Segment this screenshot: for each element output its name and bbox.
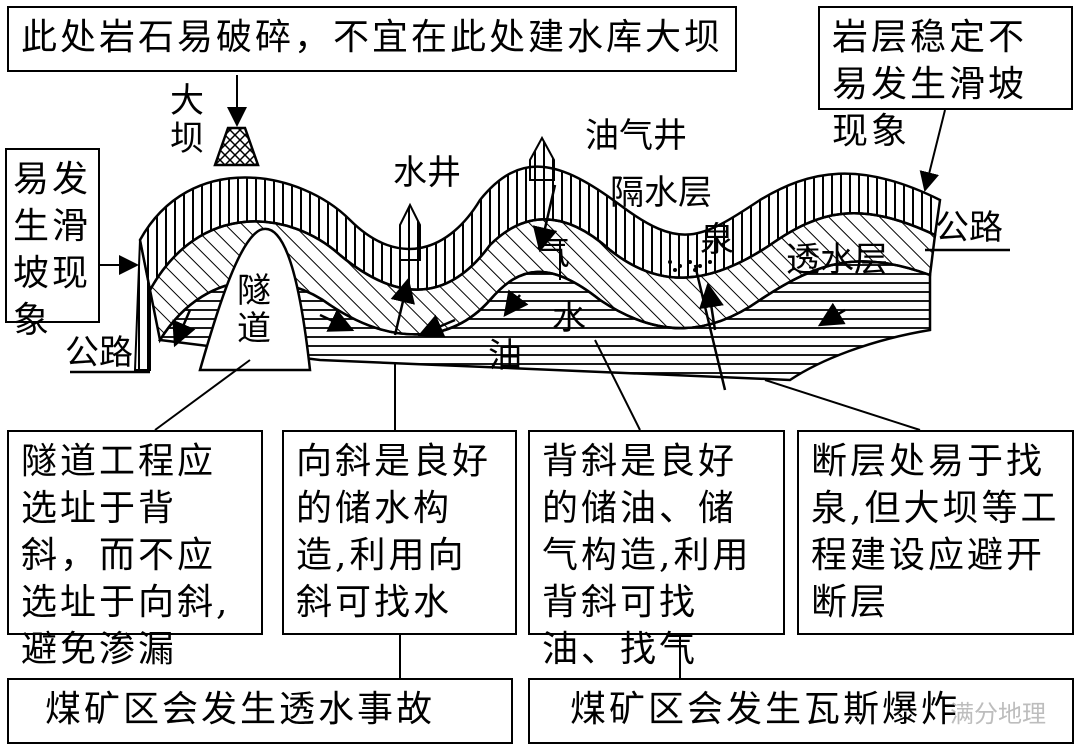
callout-bottom-right: 煤矿区会发生瓦斯爆炸 [528, 678, 1074, 744]
callout-top-right-text: 岩层稳定不易发生滑坡现象 [832, 17, 1028, 152]
label-gas: 气 [536, 233, 570, 273]
callout-fault-text: 断层处易于找泉,但大坝等工程建设应避开断层 [811, 441, 1060, 623]
label-aquiclude: 隔水层 [610, 173, 712, 213]
label-oil-gas-well: 油气井 [585, 116, 687, 156]
callout-top-right: 岩层稳定不易发生滑坡现象 [818, 6, 1073, 152]
callout-syncline: 向斜是良好的储水构造,利用向斜可找水 [282, 430, 517, 635]
watermark: 满分地理 [950, 700, 1046, 728]
callout-tunnel-text: 隧道工程应选址于背斜，而不应选址于向斜,避免渗漏 [21, 441, 231, 670]
callout-bottom-right-text: 煤矿区会发生瓦斯爆炸 [570, 689, 961, 730]
label-oil: 油 [488, 336, 522, 376]
label-tunnel: 隧道 [237, 271, 271, 349]
callout-top-left: 此处岩石易破碎，不宜在此处建水库大坝 [7, 6, 737, 72]
water-well [399, 202, 421, 261]
label-water-well: 水井 [393, 153, 461, 193]
callout-top-left-text: 此处岩石易破碎，不宜在此处建水库大坝 [21, 17, 724, 58]
rock-layer-bottom [157, 260, 932, 382]
dam [213, 126, 260, 167]
label-road-left: 公路 [65, 333, 133, 373]
callout-tunnel: 隧道工程应选址于背斜，而不应选址于向斜,避免渗漏 [7, 430, 263, 670]
label-road-right: 公路 [935, 208, 1003, 248]
oil-gas-well [529, 135, 555, 181]
label-spring: 泉 [700, 220, 734, 260]
label-dam: 大坝 [170, 81, 204, 159]
callout-fault: 断层处易于找泉,但大坝等工程建设应避开断层 [797, 430, 1074, 635]
callout-anticline: 背斜是良好的储油、储气构造,利用背斜可找油、找气 [528, 430, 785, 670]
leader-lines [100, 75, 946, 678]
callout-anticline-text: 背斜是良好的储油、储气构造,利用背斜可找油、找气 [542, 441, 752, 670]
label-permeable: 透水层 [786, 240, 888, 280]
callout-bottom-left-text: 煤矿区会发生透水事故 [45, 689, 436, 730]
callout-left-side: 易发生滑坡现象 [5, 148, 100, 341]
callout-left-side-text: 易发生滑坡现象 [13, 159, 92, 341]
tunnel-hill [198, 227, 312, 372]
callout-syncline-text: 向斜是良好的储水构造,利用向斜可找水 [296, 441, 492, 623]
label-water: 水 [552, 298, 586, 338]
flow-arrows [172, 184, 846, 348]
callout-bottom-left: 煤矿区会发生透水事故 [7, 678, 513, 744]
